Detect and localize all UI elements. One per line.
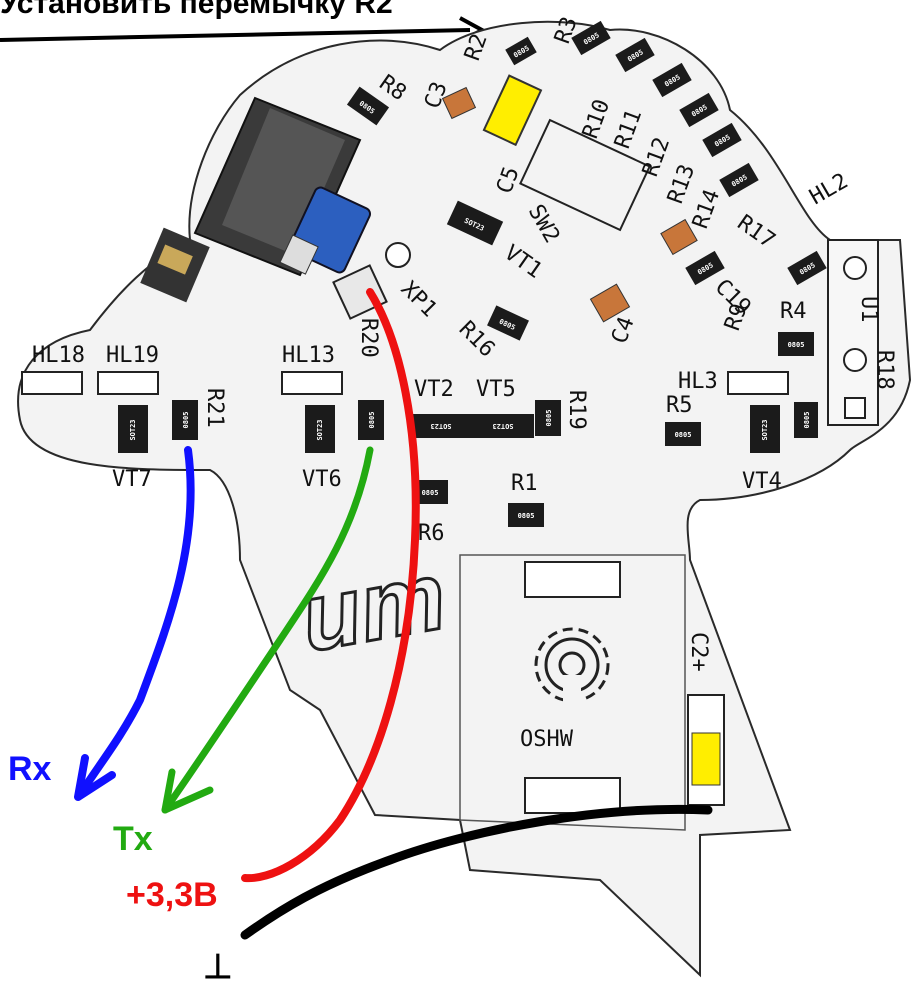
resistor-r11: 0805 [652,62,692,98]
label-gnd: ⊥ [203,948,233,981]
svg-text:0805: 0805 [788,341,805,349]
label-r21: R21 [202,388,227,428]
svg-text:0805: 0805 [803,412,811,429]
instruction-header: Установить перемычку R2 [0,0,520,22]
svg-text:0805: 0805 [675,431,692,439]
transistor-vt6: SOT23 [305,405,335,453]
label-hl19: HL19 [106,343,159,368]
resistor-r2: 0805 [505,36,537,66]
svg-text:SOT23: SOT23 [761,419,769,440]
led-yellow-c2 [687,694,725,806]
svg-text:0805: 0805 [182,412,190,429]
instruction-text: Установить перемычку R2 [0,0,393,20]
label-u1: U1 [856,296,881,323]
led-hl18 [21,371,83,395]
wire-tx [161,446,374,814]
resistor-r3: 0805 [571,20,611,56]
svg-text:0805: 0805 [368,412,376,429]
label-r18: R18 [872,350,897,390]
sw2-outline [519,118,651,232]
label-vt6: VT6 [302,467,342,492]
led-hl19 [97,371,159,395]
transistor-vt2: SOT23 [410,414,472,438]
led-hl3 [727,371,789,395]
resistor-r12: 0805 [679,92,719,128]
header-arrow [0,16,487,44]
label-hl18: HL18 [32,343,85,368]
label-vcc: +3,3В [126,876,218,914]
transistor-vt5: SOT23 [472,414,534,438]
resistor-r5: 0805 [665,422,701,446]
label-hl13: HL13 [282,343,335,368]
resistor-r1: 0805 [508,503,544,527]
resistor-r19: 0805 [535,400,561,436]
capacitor-c3 [441,86,477,120]
svg-text:SOT23: SOT23 [316,419,324,440]
transistor-vt1: SOT23 [446,200,504,246]
label-c2: C2+ [686,632,711,672]
resistor-r18: 0805 [794,402,818,438]
label-r6: R6 [418,521,445,546]
label-vt2: VT2 [414,377,454,402]
label-vt7: VT7 [112,467,152,492]
resistor-c19: 0805 [685,250,725,286]
resistor-r17: 0805 [719,162,759,198]
led-yellow-top [482,74,543,147]
transistor-vt4: SOT23 [750,405,780,453]
led-hl13 [281,371,343,395]
capacitor-c4 [589,283,631,323]
label-r4: R4 [780,299,807,324]
svg-text:SOT23: SOT23 [492,422,513,430]
label-tx: Tx [113,820,153,858]
label-r5: R5 [666,393,693,418]
logo-um: um [293,542,453,672]
transistor-vt7: SOT23 [118,405,148,453]
svg-text:0805: 0805 [518,512,535,520]
wire-rx [74,446,195,801]
wire-gnd [240,804,713,940]
oshw-gear-icon [534,627,610,705]
resistor-r10: 0805 [615,37,655,73]
label-rx: Rx [8,750,52,788]
resistor-r8: 0805 [346,86,390,126]
battery-pad-bottom [524,777,621,814]
label-oshw: OSHW [520,727,574,752]
svg-text:0805: 0805 [422,489,439,497]
u1-connector [827,239,879,426]
resistor-r16: 0805 [487,305,529,341]
battery-pad-top [524,561,621,598]
label-vt4: VT4 [742,469,782,494]
label-vt5: VT5 [476,377,516,402]
label-r19: R19 [564,390,589,430]
resistor-r20: 0805 [358,400,384,440]
blue-component [279,186,372,275]
resistor-r4: 0805 [778,332,814,356]
resistor-r13: 0805 [702,122,742,158]
label-r20: R20 [356,318,381,358]
svg-text:SOT23: SOT23 [430,422,451,430]
svg-text:SOT23: SOT23 [129,419,137,440]
label-hl3: HL3 [678,369,718,394]
label-hl2: HL2 [806,169,853,211]
wire-vcc [241,288,420,883]
label-r1: R1 [511,471,538,496]
resistor-hl2: 0805 [787,250,827,286]
resistor-r21: 0805 [172,400,198,440]
svg-text:0805: 0805 [545,410,553,427]
capacitor-r14 [660,218,698,256]
